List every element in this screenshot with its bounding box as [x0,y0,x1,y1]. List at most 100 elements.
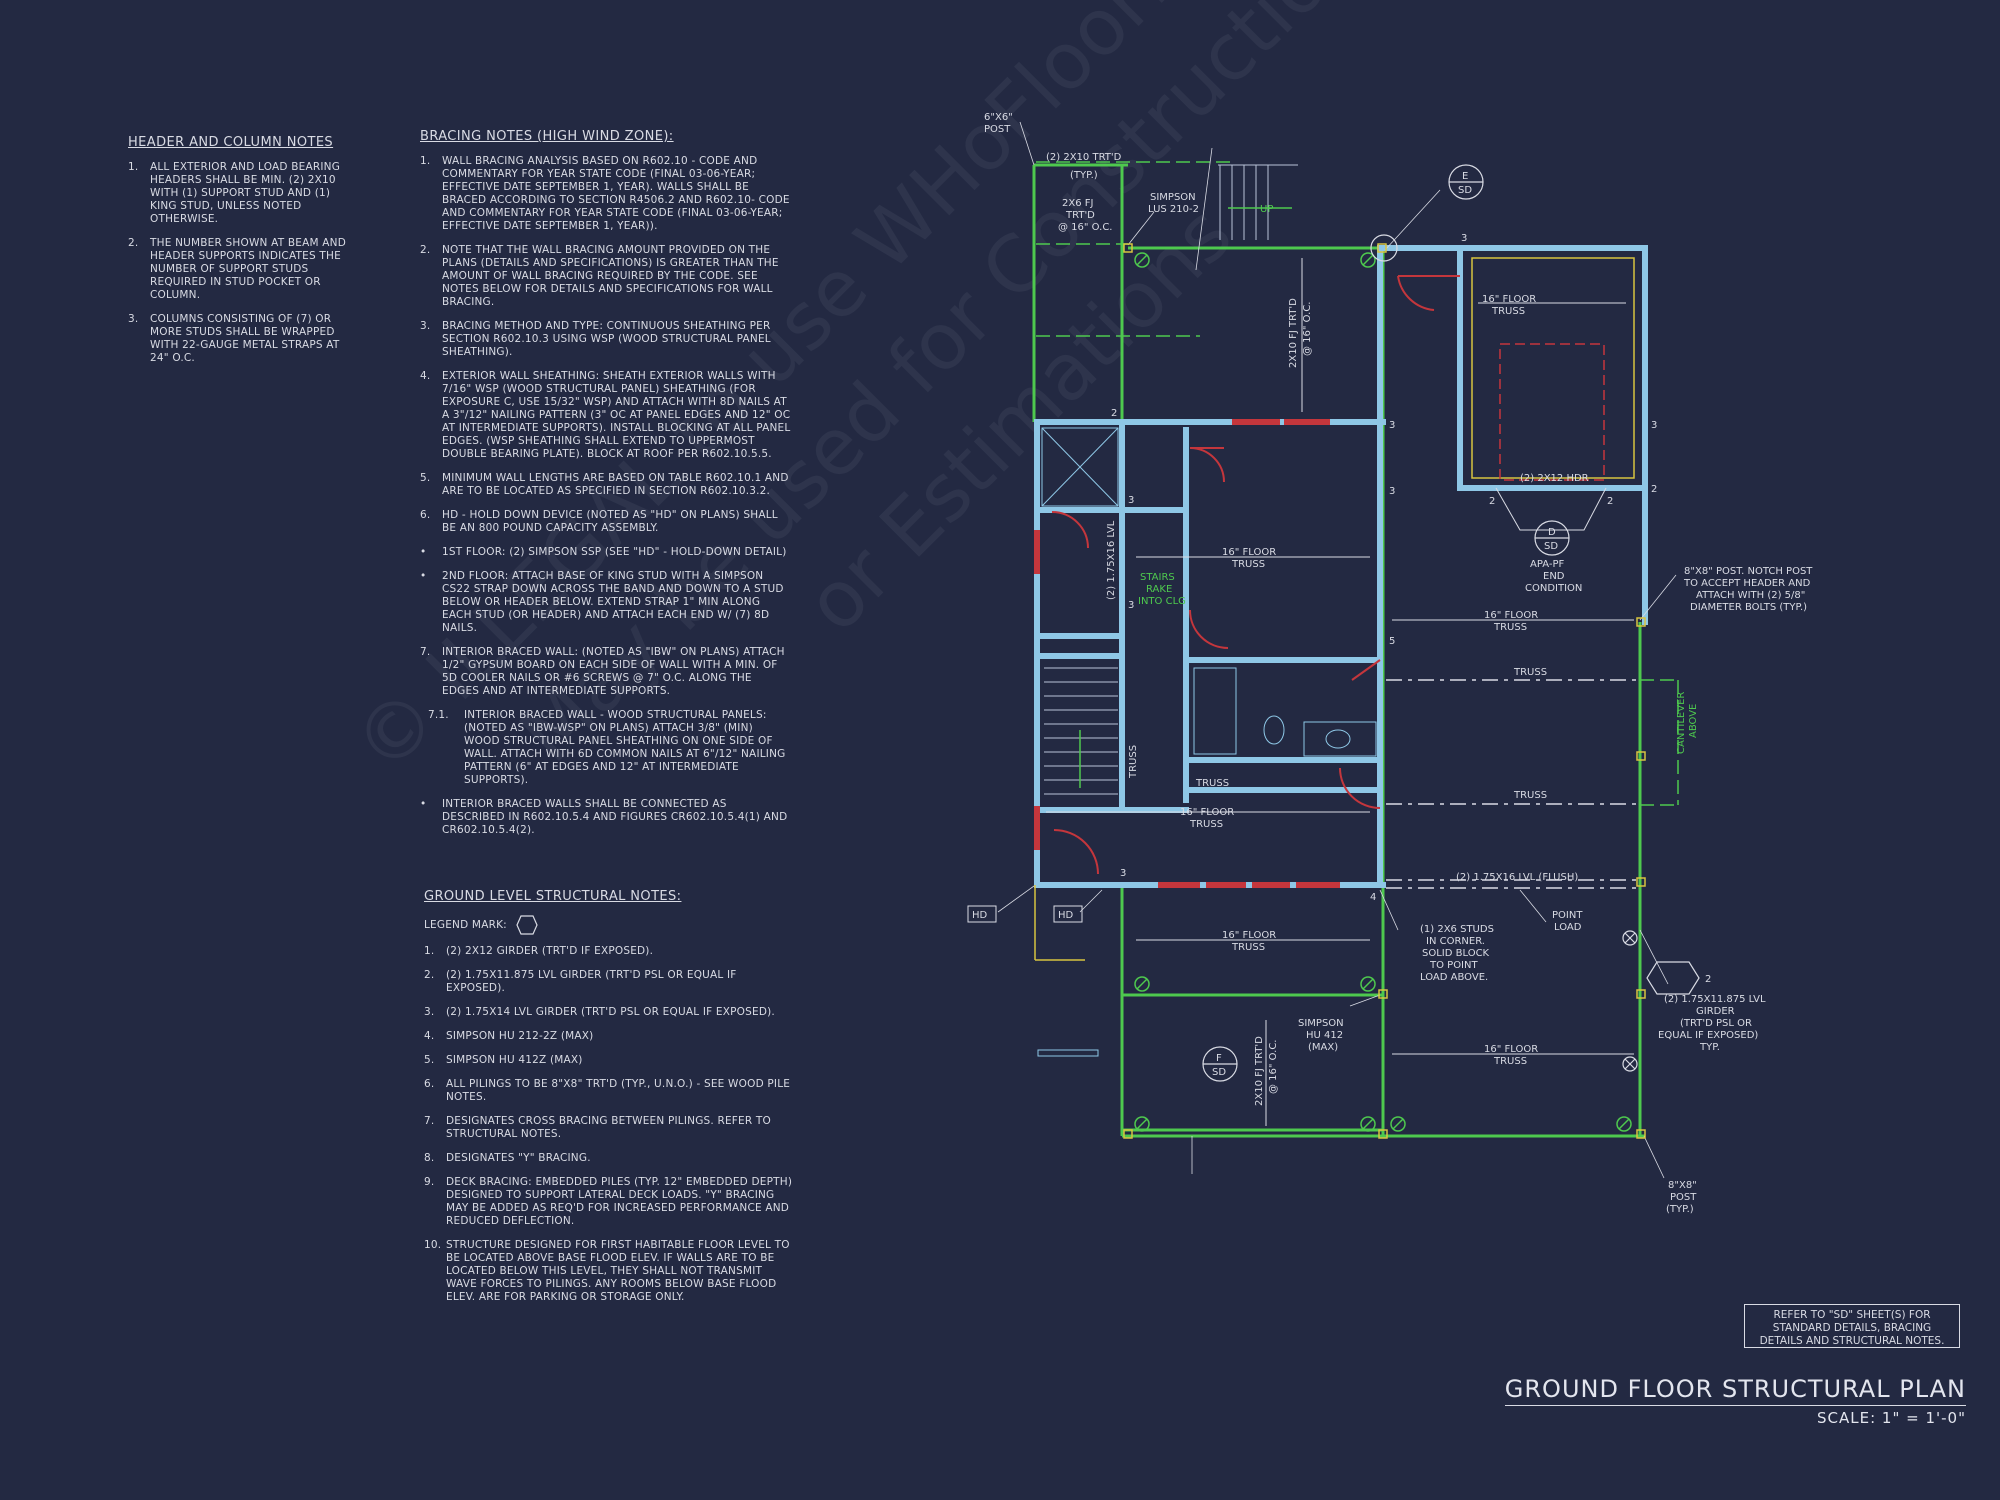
note-item: 1.WALL BRACING ANALYSIS BASED ON R602.10… [420,155,792,233]
hd-label: HD [1058,910,1074,921]
truss-label: TRUSS [1493,622,1527,633]
bracing-lines [1032,163,1645,1138]
note-item: 7.1. INTERIOR BRACED WALL - WOOD STRUCTUR… [420,709,792,787]
note-text: (2) 1.75x14 LVL GIRDER (TRT'D PSL OR EQU… [446,1006,775,1018]
simpson-label: (MAX) [1308,1042,1338,1053]
joist-label: 2x10 FJ TRT'D [1254,1036,1265,1106]
note-text: SIMPSON HU 412Z (MAX) [446,1054,583,1066]
note-text: BRACING METHOD AND TYPE: CONTINUOUS SHEA… [442,320,771,358]
legend-tag: 2 [1705,974,1711,985]
note-item: 6.ALL PILINGS TO BE 8"x8" TRT'D (TYP., U… [424,1078,794,1104]
post-8x8-label: (TYP.) [1666,1204,1694,1215]
note-number: 6. [424,1078,435,1090]
cross-bracing-marks [1370,234,1638,1072]
note-text: INTERIOR BRACED WALL - WOOD STRUCTURAL P… [464,709,786,786]
notes-title: BRACING NOTES (HIGH WIND ZONE): [420,129,674,144]
stud-count: 3 [1461,233,1467,244]
note-item: •1ST FLOOR: (2) SIMPSON SSP (SEE "HD" - … [420,546,792,559]
up-label: UP [1260,204,1273,215]
detail-tag-circles [1202,164,1700,1082]
notes-list: 1.(2) 2x12 GIRDER (TRT'D IF EXPOSED).2.(… [424,945,794,1304]
stud-count: 4 [1370,892,1376,903]
note-item: 5.MINIMUM WALL LENGTHS ARE BASED ON TABL… [420,472,792,498]
truss-label: 16" FLOOR [1222,930,1276,941]
truss-label: TRUSS [1231,942,1265,953]
simpson-label: SIMPSON [1150,192,1196,203]
joist-label: @ 16" O.C. [1302,302,1313,357]
door-swings [1051,275,1460,875]
reference-line: REFER TO "SD" SHEET(S) FOR [1773,1309,1931,1321]
apa-label: CONDITION [1525,583,1582,594]
post-6x6-label: 6"x6" [984,112,1013,123]
stud-count: 3 [1389,486,1395,497]
note-text: NOTE THAT THE WALL BRACING AMOUNT PROVID… [442,244,779,308]
sheet-title: GROUND FLOOR STRUCTURAL PLAN [1504,1375,1966,1406]
post-8x8-label: POST [1670,1192,1697,1203]
note-number: 4. [420,370,431,382]
hd-label: HD [972,910,988,921]
note-text: (2) 2x12 GIRDER (TRT'D IF EXPOSED). [446,945,654,957]
truss-label: TRUSS [1189,819,1223,830]
truss-label: 16" FLOOR [1180,807,1234,818]
note-number: 9. [424,1176,435,1188]
detail-tag-sheet: SD [1212,1067,1226,1078]
simpson-label: HU 412 [1306,1030,1343,1041]
cantilever-label: CANTILEVER [1676,692,1687,754]
note-number: • [420,570,427,582]
hexagon-icon [516,915,539,935]
note-item: 8.DESIGNATES "Y" BRACING. [424,1152,794,1165]
note-number: 7.1. [428,709,449,721]
note-item: 7.INTERIOR BRACED WALL: (NOTED AS "IBW" … [420,646,792,698]
note-text: MINIMUM WALL LENGTHS ARE BASED ON TABLE … [442,472,789,497]
dashed-bracing [1036,161,1679,806]
note-number: 2. [424,969,435,981]
note-number: 5. [424,1054,435,1066]
note-item: 4.SIMPSON HU 212-2Z (MAX) [424,1030,794,1043]
note-item: 1. ALL EXTERIOR AND LOAD BEARING HEADERS … [128,161,348,226]
note-number: 2. [128,237,139,249]
detail-tag-sheet: SD [1458,185,1472,196]
truss-dimensions [1046,258,1634,1126]
hatch-lines [1034,257,1635,961]
truss-label: 16" FLOOR [1484,1044,1538,1055]
stairs-label: RAKE [1146,584,1172,595]
studs-note: IN CORNER. [1426,936,1485,947]
note-item: 2.NOTE THAT THE WALL BRACING AMOUNT PROV… [420,244,792,309]
plan-labels: 6"x6" POST (2) 2x10 TRT'D (TYP.) 2x6 FJ … [972,112,1813,1215]
note-item: 3.BRACING METHOD AND TYPE: CONTINUOUS SH… [420,320,792,359]
stud-count: 2 [1651,484,1657,495]
note-number: 10. [424,1239,442,1251]
note-item: 5. SIMPSON HU 412Z (MAX) [424,1054,794,1067]
note-number: 3. [128,313,139,325]
truss-label: 16" FLOOR [1482,294,1536,305]
note-text: 2ND FLOOR: ATTACH BASE OF KING STUD WITH… [442,570,784,634]
post-note: ATTACH WITH (2) 5/8" [1696,590,1805,601]
notes-title: HEADER AND COLUMN NOTES [128,135,334,150]
stairs-label: INTO CLG [1138,596,1186,607]
note-number: 1. [420,155,431,167]
girder-note: (2) 1.75x11.875 LVL [1664,994,1766,1005]
note-number: 1. [128,161,139,173]
girder-note: TYP. [1699,1042,1720,1053]
stud-count: 2 [1489,496,1495,507]
post-markers [1123,243,1646,1139]
note-number: • [420,798,427,810]
stud-count: 2 [1607,496,1613,507]
sheet-scale: SCALE: 1" = 1'-0" [1817,1409,1966,1427]
studs-note: (1) 2x6 STUDS [1420,924,1494,935]
post-8x8-label: 8"x8" [1668,1180,1697,1191]
post-note: TO ACCEPT HEADER AND [1683,578,1811,589]
header-label: (2) 2x10 TRT'D [1046,152,1122,163]
studs-note: SOLID BLOCK [1422,948,1490,959]
note-item: 6.HD - HOLD DOWN DEVICE (NOTED AS "HD" O… [420,509,792,535]
note-number: • [420,546,427,558]
note-text: ALL EXTERIOR AND LOAD BEARING HEADERS SH… [150,161,341,225]
note-text: EXTERIOR WALL SHEATHING: SHEATH EXTERIOR… [442,370,791,460]
girder-note: EQUAL IF EXPOSED) [1658,1030,1758,1041]
lvl-label: (2) 1.75x16 LVL (FLUSH) [1456,872,1578,883]
truss-line-label: TRUSS [1513,667,1547,678]
post-note: 8"x8" POST. NOTCH POST [1684,566,1813,577]
notes-list: 1. ALL EXTERIOR AND LOAD BEARING HEADERS … [128,161,348,365]
